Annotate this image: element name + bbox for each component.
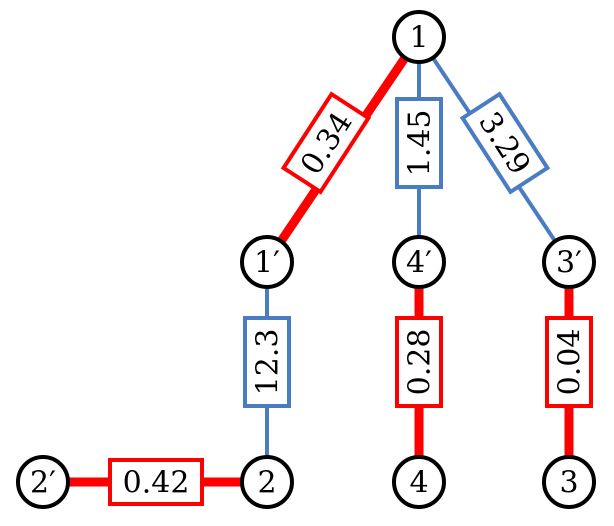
weight-box-n1-n3p: 3.29 bbox=[459, 91, 551, 195]
node-label: 1′ bbox=[254, 246, 280, 281]
node-circle bbox=[392, 455, 446, 509]
weight-box-n1-n1p: 0.34 bbox=[280, 91, 372, 195]
node-label: 4 bbox=[409, 466, 428, 501]
node-label: 2′ bbox=[30, 466, 56, 501]
node-circle bbox=[392, 10, 446, 64]
weight-box-border bbox=[459, 91, 551, 195]
node-label: 3′ bbox=[556, 246, 582, 281]
weight-box-n4p-n4: 0.28 bbox=[395, 316, 443, 408]
node-n1: 1 bbox=[392, 10, 446, 64]
node-circle bbox=[392, 235, 446, 289]
weight-box-n2p-n2: 0.42 bbox=[108, 458, 204, 506]
node-label: 4′ bbox=[406, 246, 432, 281]
edge-weight-label: 1.45 bbox=[403, 110, 438, 177]
weight-box-n1p-n2: 12.3 bbox=[243, 316, 291, 408]
node-circle bbox=[240, 235, 294, 289]
edges-layer: 0.34 1.45 3.29 12.3 0.28 0.04 0.42 bbox=[43, 34, 593, 506]
edge-weight-label: 0.28 bbox=[403, 329, 438, 396]
node-n3: 3 bbox=[542, 455, 596, 509]
node-label: 3 bbox=[559, 466, 578, 501]
nodes-layer: 1 1′ 4′ 3′ 2′ 2 4 3 bbox=[16, 10, 596, 509]
edge-weight-label: 0.42 bbox=[123, 466, 190, 501]
weight-box-border bbox=[395, 316, 443, 408]
weight-box-border bbox=[108, 458, 204, 506]
node-label: 1 bbox=[409, 21, 428, 56]
node-n1p: 1′ bbox=[240, 235, 294, 289]
edge-weight-label: 12.3 bbox=[251, 329, 286, 396]
node-circle bbox=[240, 455, 294, 509]
weight-box-n3p-n3: 0.04 bbox=[545, 316, 593, 408]
node-n2: 2 bbox=[240, 455, 294, 509]
node-circle bbox=[16, 455, 70, 509]
edge-weight-label: 0.04 bbox=[553, 329, 588, 396]
weight-box-border bbox=[243, 316, 291, 408]
weight-box-border bbox=[545, 316, 593, 408]
node-circle bbox=[542, 235, 596, 289]
node-n2p: 2′ bbox=[16, 455, 70, 509]
weight-box-border bbox=[280, 91, 372, 195]
node-label: 2 bbox=[257, 466, 276, 501]
node-n4: 4 bbox=[392, 455, 446, 509]
weight-box-border bbox=[395, 97, 443, 189]
node-n3p: 3′ bbox=[542, 235, 596, 289]
node-circle bbox=[542, 455, 596, 509]
node-n4p: 4′ bbox=[392, 235, 446, 289]
weight-box-n1-n4p: 1.45 bbox=[395, 97, 443, 189]
